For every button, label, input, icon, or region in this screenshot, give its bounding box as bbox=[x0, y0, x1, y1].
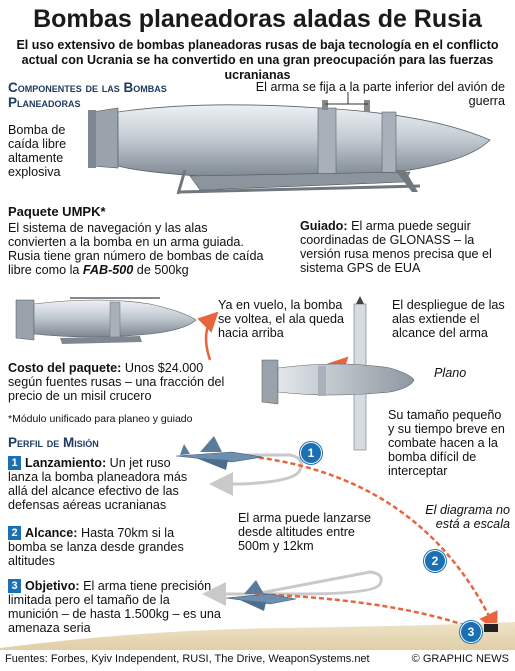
page-subtitle: El uso extensivo de bombas planeadoras r… bbox=[16, 38, 499, 82]
mission-paths bbox=[202, 453, 498, 633]
step-1: 1 Lanzamiento: Un jet ruso lanza la bomba… bbox=[8, 456, 198, 512]
cost-heading: Costo del paquete: bbox=[8, 361, 122, 375]
flip-arrow bbox=[197, 311, 219, 361]
step-3: 3 Objetivo: El arma tiene precisión limit… bbox=[8, 579, 223, 635]
umpk-tail: de 500kg bbox=[133, 263, 189, 278]
sources-footer: Fuentes: Forbes, Kyiv Independent, RUSI,… bbox=[5, 653, 370, 665]
umpk-model: FAB-500 bbox=[82, 263, 134, 278]
guidance-body: El arma puede seguir coordinadas de GLON… bbox=[300, 219, 492, 276]
page-title: Bombas planeadoras aladas de Rusia bbox=[33, 5, 482, 33]
scale-note: El diagrama no está a escala bbox=[425, 503, 510, 532]
guidance-heading: Guiado: bbox=[300, 219, 348, 233]
cost-body: Unos $24.000 según fuentes rusas – una f… bbox=[8, 361, 225, 404]
bomb-label: Bomba de caída libre altamente explosiva bbox=[8, 123, 67, 180]
umpk-heading: Paquete UMPK* bbox=[8, 204, 106, 219]
jet-high-illustration bbox=[175, 436, 263, 470]
attach-note: El arma se fija a la parte inferior del … bbox=[255, 80, 505, 109]
mission-heading: Perfil de Misión bbox=[8, 435, 99, 450]
small-bomb-side-illustration bbox=[15, 297, 197, 344]
ground bbox=[0, 622, 515, 650]
step-1-number: 1 bbox=[8, 456, 21, 470]
plano-label: Plano bbox=[434, 366, 467, 380]
step-3-title: Objetivo: bbox=[25, 579, 80, 593]
mission-marker-3: 3 bbox=[460, 621, 482, 643]
mission-marker-1: 1 bbox=[300, 442, 322, 464]
step-3-number: 3 bbox=[8, 579, 21, 593]
components-heading: Componentes de las Bombas Planeadoras bbox=[8, 80, 167, 111]
step-1-title: Lanzamiento: bbox=[25, 456, 107, 470]
jet-low-illustration bbox=[225, 580, 297, 611]
mission-marker-2: 2 bbox=[424, 550, 446, 572]
step-3-text: El arma tiene precisión limitada pero el… bbox=[8, 579, 221, 636]
target-marker bbox=[484, 624, 498, 632]
credit-footer: © GRAPHIC NEWS bbox=[411, 653, 509, 665]
large-bomb-illustration bbox=[88, 92, 491, 195]
cost-text: Costo del paquete: Unos $24.000 según fu… bbox=[8, 361, 226, 403]
umpk-text: El sistema de navegación y las alas conv… bbox=[8, 221, 266, 277]
step-2-number: 2 bbox=[8, 526, 21, 540]
step-2: 2 Alcance: Hasta 70km si la bomba se lanz… bbox=[8, 526, 198, 568]
step-1-text: Un jet ruso lanza la bomba planeadora má… bbox=[8, 456, 188, 513]
wings-note: El despliegue de las alas extiende el al… bbox=[392, 298, 505, 341]
flip-note: Ya en vuelo, la bomba se voltea, el ala … bbox=[218, 298, 345, 341]
step-2-text: Hasta 70km si la bomba se lanza desde gr… bbox=[8, 526, 184, 569]
size-note: Su tamaño pequeño y su tiempo breve en c… bbox=[388, 408, 505, 479]
altitude-note: El arma puede lanzarse desde altitudes e… bbox=[238, 511, 372, 554]
guidance-text: Guiado: El arma puede seguir coordinadas… bbox=[300, 219, 510, 275]
footnote: *Módulo unificado para planeo y guiado bbox=[8, 413, 193, 425]
step-2-title: Alcance: bbox=[25, 526, 78, 540]
umpk-body: El sistema de navegación y las alas conv… bbox=[8, 221, 264, 278]
winged-bomb-top-illustration bbox=[261, 296, 415, 451]
